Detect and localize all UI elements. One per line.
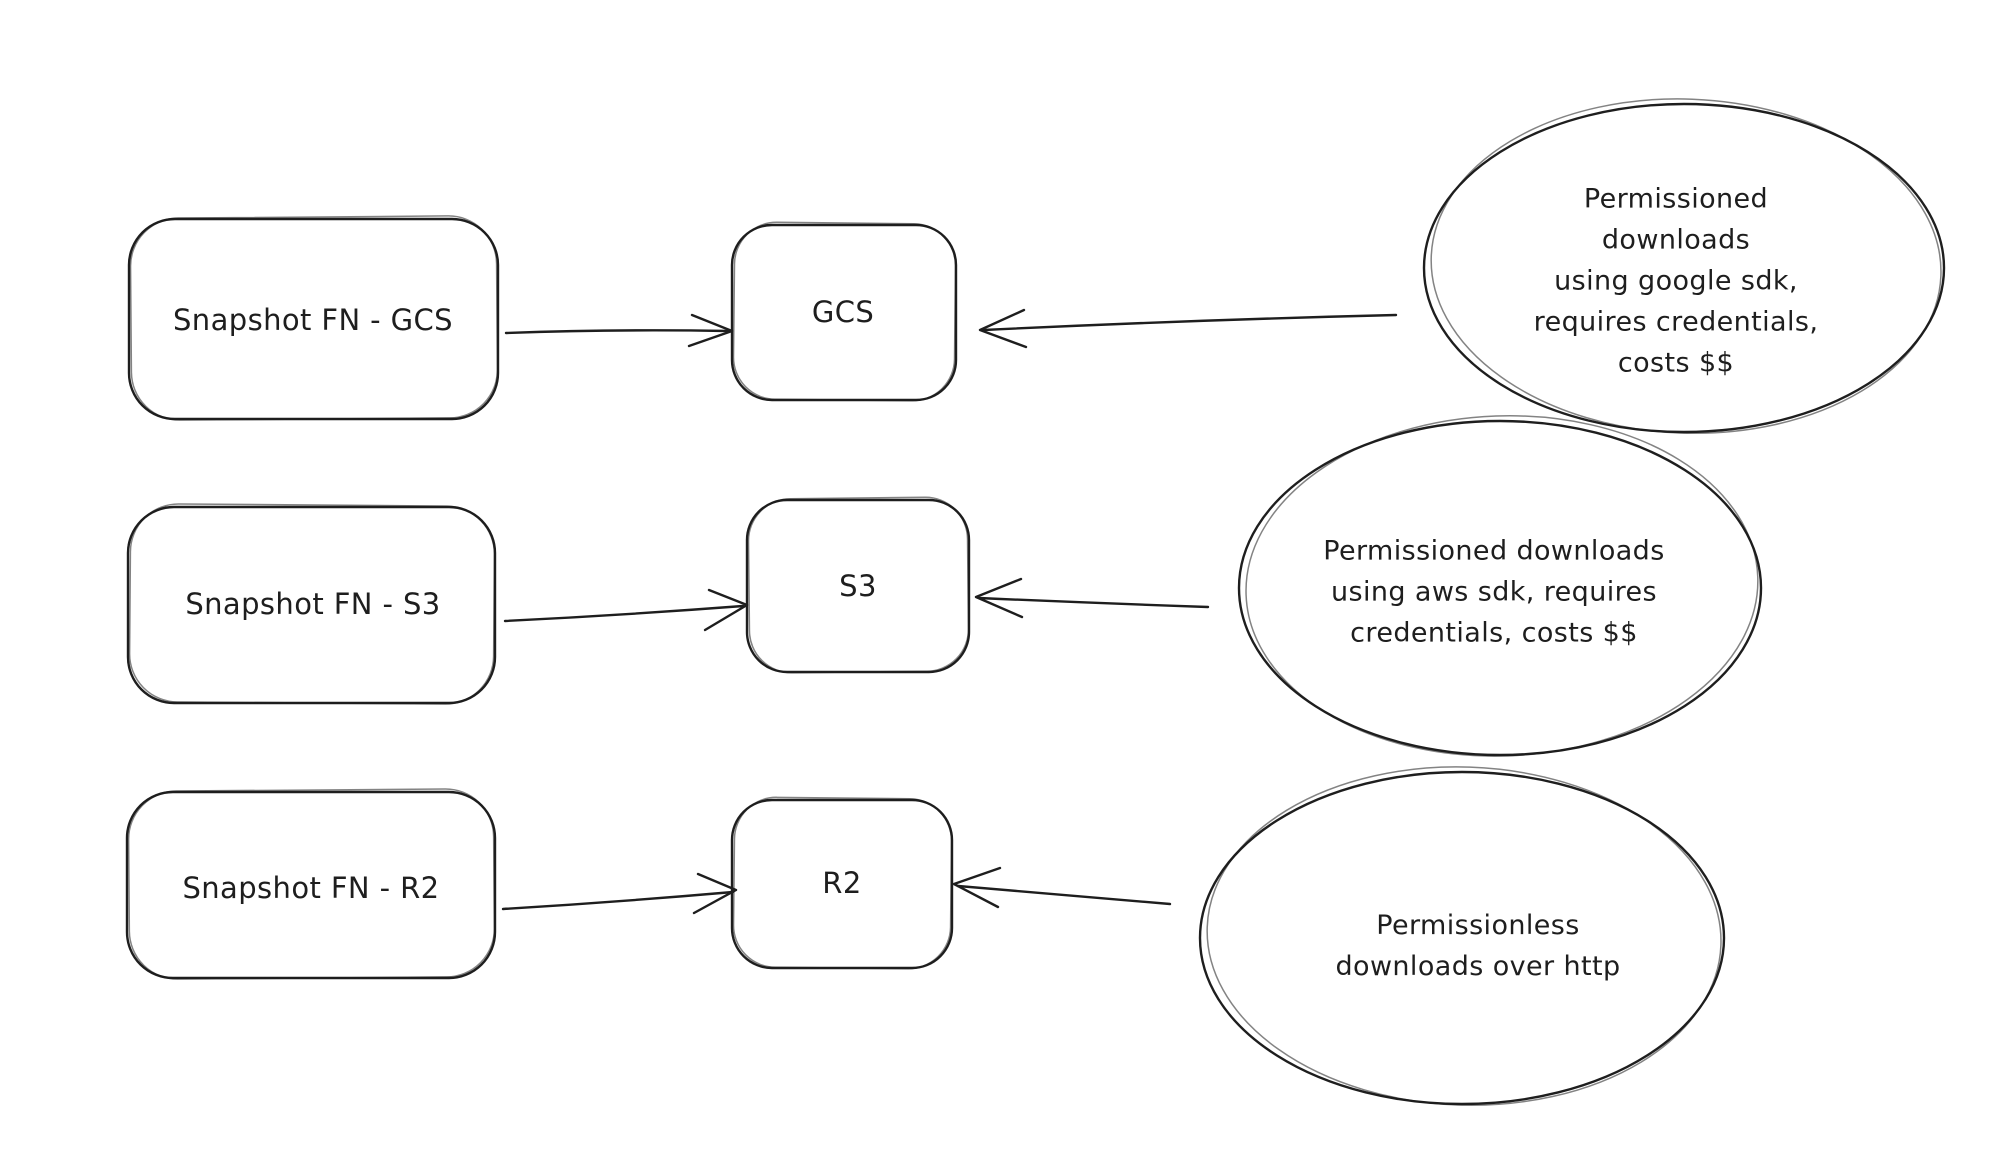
target-label-r2: R2 [822,866,862,900]
note-label-r2: Permissionless downloads over http [1335,910,1621,982]
arrow-note-to-gcs [978,308,1398,349]
arrow-note-to-s3 [974,577,1210,619]
arrow-note-to-r2 [952,866,1172,909]
arrow-source-to-s3 [503,588,749,632]
source-box-s3 [126,503,497,705]
source-box-r2 [125,788,497,980]
source-label-s3: Snapshot FN - S3 [185,587,441,621]
target-box-r2 [730,796,954,970]
note-ellipse-r2 [1198,766,1726,1106]
target-box-gcs [730,221,958,402]
source-label-r2: Snapshot FN - R2 [182,871,440,905]
arrow-source-to-r2 [501,872,738,915]
note-ellipse-s3 [1237,415,1763,757]
note-ellipse-gcs [1422,98,1946,434]
note-label-s3: Permissioned downloads using aws sdk, re… [1323,535,1665,649]
source-box-gcs [127,215,500,421]
target-box-s3 [745,496,971,674]
note-label-gcs: Permissioned downloads using google sdk,… [1533,183,1819,379]
arrow-source-to-gcs [504,313,734,348]
target-label-s3: S3 [839,569,877,603]
target-label-gcs: GCS [811,295,875,329]
source-label-gcs: Snapshot FN - GCS [173,303,453,337]
